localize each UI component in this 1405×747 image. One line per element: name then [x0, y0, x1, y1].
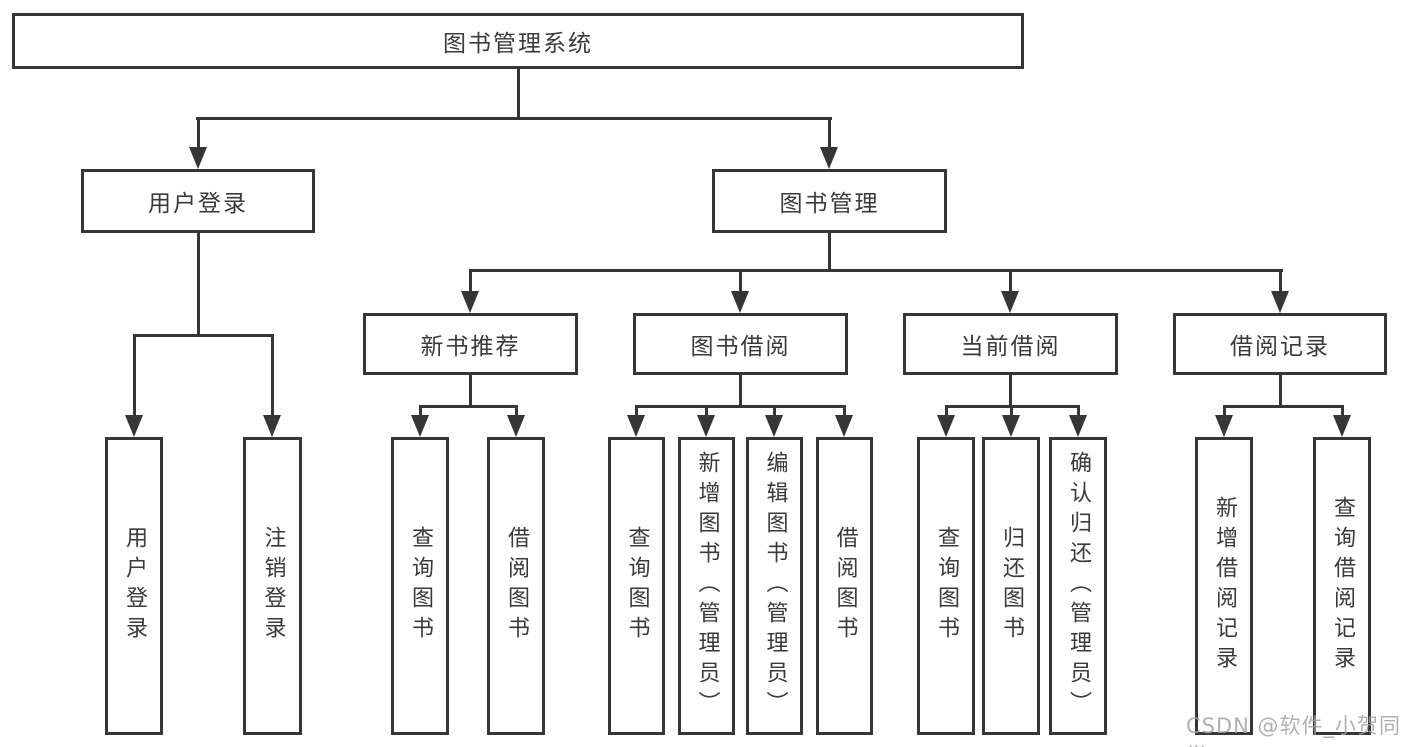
node-book-management: 图书管理 [712, 169, 947, 233]
leaf-query-books-recommend: 查询图书 [391, 437, 449, 735]
leaf-borrow-books: 借阅图书 [816, 437, 873, 735]
arrow-down-icon [820, 147, 838, 169]
connector-line [197, 119, 200, 148]
connector-line [773, 407, 776, 416]
leaf-logout: 注销登录 [243, 437, 302, 735]
watermark: CSDN @软件_小贺同学 [1186, 714, 1402, 747]
connector-line [419, 407, 422, 416]
leaf-label: 新增借阅记录 [1212, 496, 1237, 676]
arrow-down-icon [697, 415, 715, 437]
leaf-confirm-return-admin: 确认归还（管理员） [1049, 437, 1107, 735]
connector-line [196, 117, 832, 120]
leaf-return-books: 归还图书 [982, 437, 1040, 735]
leaf-label: 查询借阅记录 [1330, 496, 1355, 676]
connector-line [1223, 407, 1226, 416]
connector-line [1279, 271, 1282, 292]
arrow-down-icon [765, 415, 783, 437]
arrow-down-icon [411, 415, 429, 437]
node-label: 借阅记录 [1230, 334, 1330, 360]
arrow-down-icon [1002, 415, 1020, 437]
node-label: 新书推荐 [420, 334, 521, 360]
connector-line [197, 233, 200, 335]
node-library-system: 图书管理系统 [12, 13, 1024, 69]
arrow-down-icon [937, 415, 955, 437]
node-label: 图书借阅 [690, 334, 791, 360]
arrow-down-icon [731, 291, 749, 313]
connector-line [133, 336, 136, 416]
connector-line [945, 405, 1080, 408]
node-label: 用户登录 [148, 191, 248, 217]
node-new-book-recommend: 新书推荐 [363, 313, 578, 375]
connector-line [1010, 407, 1013, 416]
node-label: 图书管理系统 [443, 31, 593, 57]
arrow-down-icon [1333, 415, 1351, 437]
connector-line [1279, 375, 1282, 407]
connector-line [1223, 405, 1344, 408]
connector-line [739, 375, 742, 407]
leaf-borrow-books-recommend: 借阅图书 [487, 437, 545, 735]
arrow-down-icon [1271, 291, 1289, 313]
arrow-down-icon [835, 415, 853, 437]
connector-line [705, 407, 708, 416]
leaf-label: 借阅图书 [504, 526, 529, 646]
arrow-down-icon [627, 415, 645, 437]
connector-line [1009, 271, 1012, 292]
connector-line [133, 334, 274, 337]
arrow-down-icon [1069, 415, 1087, 437]
connector-line [843, 407, 846, 416]
connector-line [828, 119, 831, 148]
node-current-borrow: 当前借阅 [903, 313, 1118, 375]
leaf-label: 查询图书 [624, 526, 650, 646]
leaf-query-books-borrow: 查询图书 [608, 437, 665, 735]
leaf-label: 新增图书（管理员） [694, 451, 720, 721]
arrow-down-icon [1001, 291, 1019, 313]
connector-line [469, 271, 472, 292]
leaf-label: 借阅图书 [832, 526, 858, 646]
connector-line [469, 269, 1283, 272]
leaf-label: 查询图书 [408, 526, 433, 646]
leaf-query-books-current: 查询图书 [917, 437, 975, 735]
connector-line [271, 336, 274, 416]
connector-line [419, 405, 518, 408]
connector-line [1341, 407, 1344, 416]
node-book-borrow: 图书借阅 [633, 313, 848, 375]
leaf-label: 归还图书 [999, 526, 1024, 646]
leaf-user-login: 用户登录 [105, 437, 163, 735]
arrow-down-icon [263, 415, 281, 437]
node-user-login: 用户登录 [81, 169, 315, 233]
leaf-label: 用户登录 [122, 526, 147, 646]
arrow-down-icon [125, 415, 143, 437]
leaf-edit-books-admin: 编辑图书（管理员） [746, 437, 803, 735]
connector-line [635, 405, 846, 408]
node-borrow-records: 借阅记录 [1173, 313, 1387, 375]
leaf-label: 确认归还（管理员） [1066, 451, 1091, 721]
arrow-down-icon [461, 291, 479, 313]
arrow-down-icon [1215, 415, 1233, 437]
connector-line [1009, 375, 1012, 407]
connector-line [517, 69, 520, 118]
leaf-add-books-admin: 新增图书（管理员） [678, 437, 735, 735]
connector-line [945, 407, 948, 416]
node-label: 当前借阅 [960, 334, 1061, 360]
connector-line [739, 271, 742, 292]
connector-line [828, 233, 831, 271]
leaf-query-borrow-record: 查询借阅记录 [1313, 437, 1371, 735]
leaf-label: 注销登录 [260, 526, 286, 646]
arrow-down-icon [507, 415, 525, 437]
leaf-label: 编辑图书（管理员） [762, 451, 788, 721]
connector-line [635, 407, 638, 416]
leaf-label: 查询图书 [934, 526, 959, 646]
connector-line [1077, 407, 1080, 416]
arrow-down-icon [189, 147, 207, 169]
connector-line [469, 375, 472, 407]
node-label: 图书管理 [779, 191, 880, 217]
leaf-add-borrow-record: 新增借阅记录 [1195, 437, 1253, 735]
connector-line [515, 407, 518, 416]
